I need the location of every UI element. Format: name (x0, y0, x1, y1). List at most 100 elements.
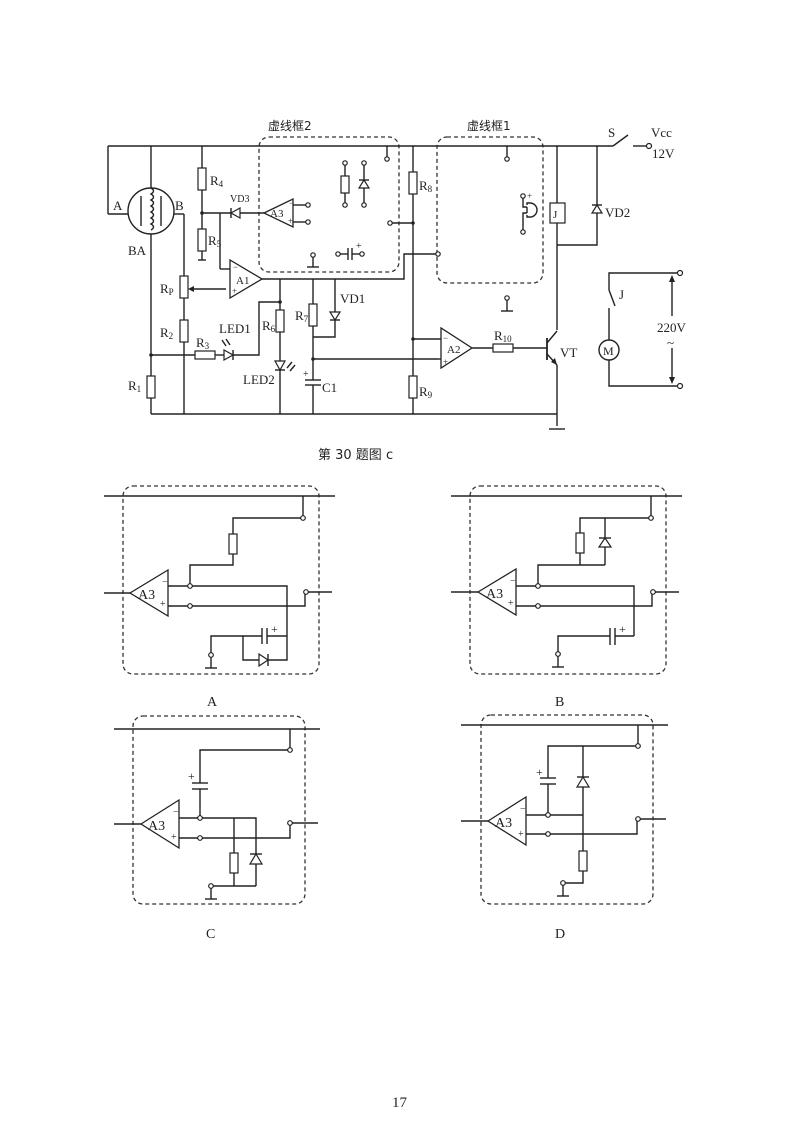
plus-sign: + (518, 829, 524, 840)
diode (575, 775, 591, 788)
label-led1: LED1 (219, 321, 251, 336)
terminal (535, 603, 541, 609)
plus-sign: + (443, 357, 448, 367)
diode (597, 536, 613, 548)
dashed-frame-1 (436, 136, 544, 284)
label-vd3: VD3 (230, 194, 249, 205)
terminal (208, 652, 214, 658)
diode (248, 852, 264, 865)
frame2-title: 虚线框2 (268, 119, 312, 133)
plus-sign: + (288, 216, 293, 226)
plus-sign: + (171, 832, 177, 843)
resistor-r9 (408, 375, 418, 399)
terminal (555, 651, 561, 657)
main-circuit: 虚线框2 虚线框1 S Vcc 12V A B BA RP (107, 119, 687, 463)
emitter-arrow (551, 358, 557, 365)
resistor-r2 (179, 319, 189, 343)
led2-ray (289, 364, 296, 372)
resistor-r10 (492, 343, 514, 353)
label-r9: R9 (419, 384, 433, 400)
arrow-head (669, 377, 675, 384)
plus-sign: + (271, 622, 278, 636)
wire (557, 635, 610, 652)
terminal (359, 251, 365, 257)
label-s: S (608, 125, 615, 140)
label-r4: R4 (210, 173, 224, 189)
label-r8: R8 (419, 178, 433, 194)
terminal (635, 743, 641, 749)
option-label-c: C (206, 927, 215, 942)
terminal (335, 251, 341, 257)
wire (547, 745, 636, 778)
plus-sign: + (619, 622, 626, 636)
minus-sign: − (233, 262, 238, 272)
wire (189, 554, 234, 584)
label-ba: BA (128, 243, 147, 258)
label-led2: LED2 (243, 372, 275, 387)
dashed-frame (132, 715, 306, 905)
minus-sign: − (510, 576, 516, 587)
terminal (648, 515, 654, 521)
label-vd2: VD2 (605, 205, 630, 220)
terminal (650, 589, 656, 595)
opamp-a1 (229, 258, 264, 300)
terminal (305, 219, 311, 225)
wire (268, 636, 288, 661)
terminal (384, 156, 390, 162)
figure-caption: 第 30 题图 c (318, 448, 393, 463)
wire (202, 817, 257, 886)
wire (608, 360, 680, 387)
wire (550, 821, 638, 835)
dashed-frame (480, 714, 654, 905)
opamp-a2 (440, 326, 474, 370)
opamp-a3 (139, 798, 180, 850)
label-j-contact: J (619, 287, 624, 302)
vd3-diode (229, 206, 241, 220)
terminal (287, 820, 293, 826)
page-number: 17 (392, 1095, 408, 1111)
junction (411, 221, 415, 225)
label-12v: 12V (652, 146, 675, 161)
terminal (504, 156, 510, 162)
plus-sign: + (508, 598, 514, 609)
resistor-r8 (408, 171, 418, 195)
opamp-a3 (476, 567, 517, 617)
arrow-head (669, 275, 675, 282)
terminal (303, 589, 309, 595)
resistor-part (340, 175, 350, 194)
label-j: J (553, 209, 558, 221)
resistor (575, 532, 585, 554)
minus-sign: − (520, 804, 526, 815)
label-vt: VT (560, 345, 577, 360)
wire (202, 825, 291, 839)
wire (242, 636, 259, 661)
wire (557, 213, 598, 246)
label-220v: 220V (657, 320, 687, 335)
terminal (387, 220, 393, 226)
resistor (229, 852, 239, 874)
wire (233, 301, 280, 356)
wire (540, 594, 653, 607)
opamp-a3 (128, 568, 169, 618)
terminal (342, 202, 348, 208)
diode-part (357, 178, 371, 189)
label-r2: R2 (160, 325, 173, 341)
relay-contact-j (608, 289, 616, 307)
label-r7: R7 (295, 308, 309, 324)
label-m: M (603, 344, 614, 358)
resistor (228, 533, 238, 555)
resistor-r6 (275, 309, 285, 333)
label-a3: A3 (495, 816, 512, 831)
label-ac: ~ (667, 335, 674, 350)
terminal (361, 160, 367, 166)
label-a3: A3 (486, 587, 503, 602)
label-b: B (175, 198, 184, 213)
label-vcc: Vcc (651, 125, 672, 140)
option-c: + A3 − + C (114, 715, 320, 942)
opamp-a3 (486, 795, 527, 847)
plus-sign: + (356, 241, 362, 252)
terminal (187, 603, 193, 609)
led2-ray (286, 361, 293, 369)
terminal (520, 229, 526, 235)
label-r3: R3 (196, 335, 210, 351)
